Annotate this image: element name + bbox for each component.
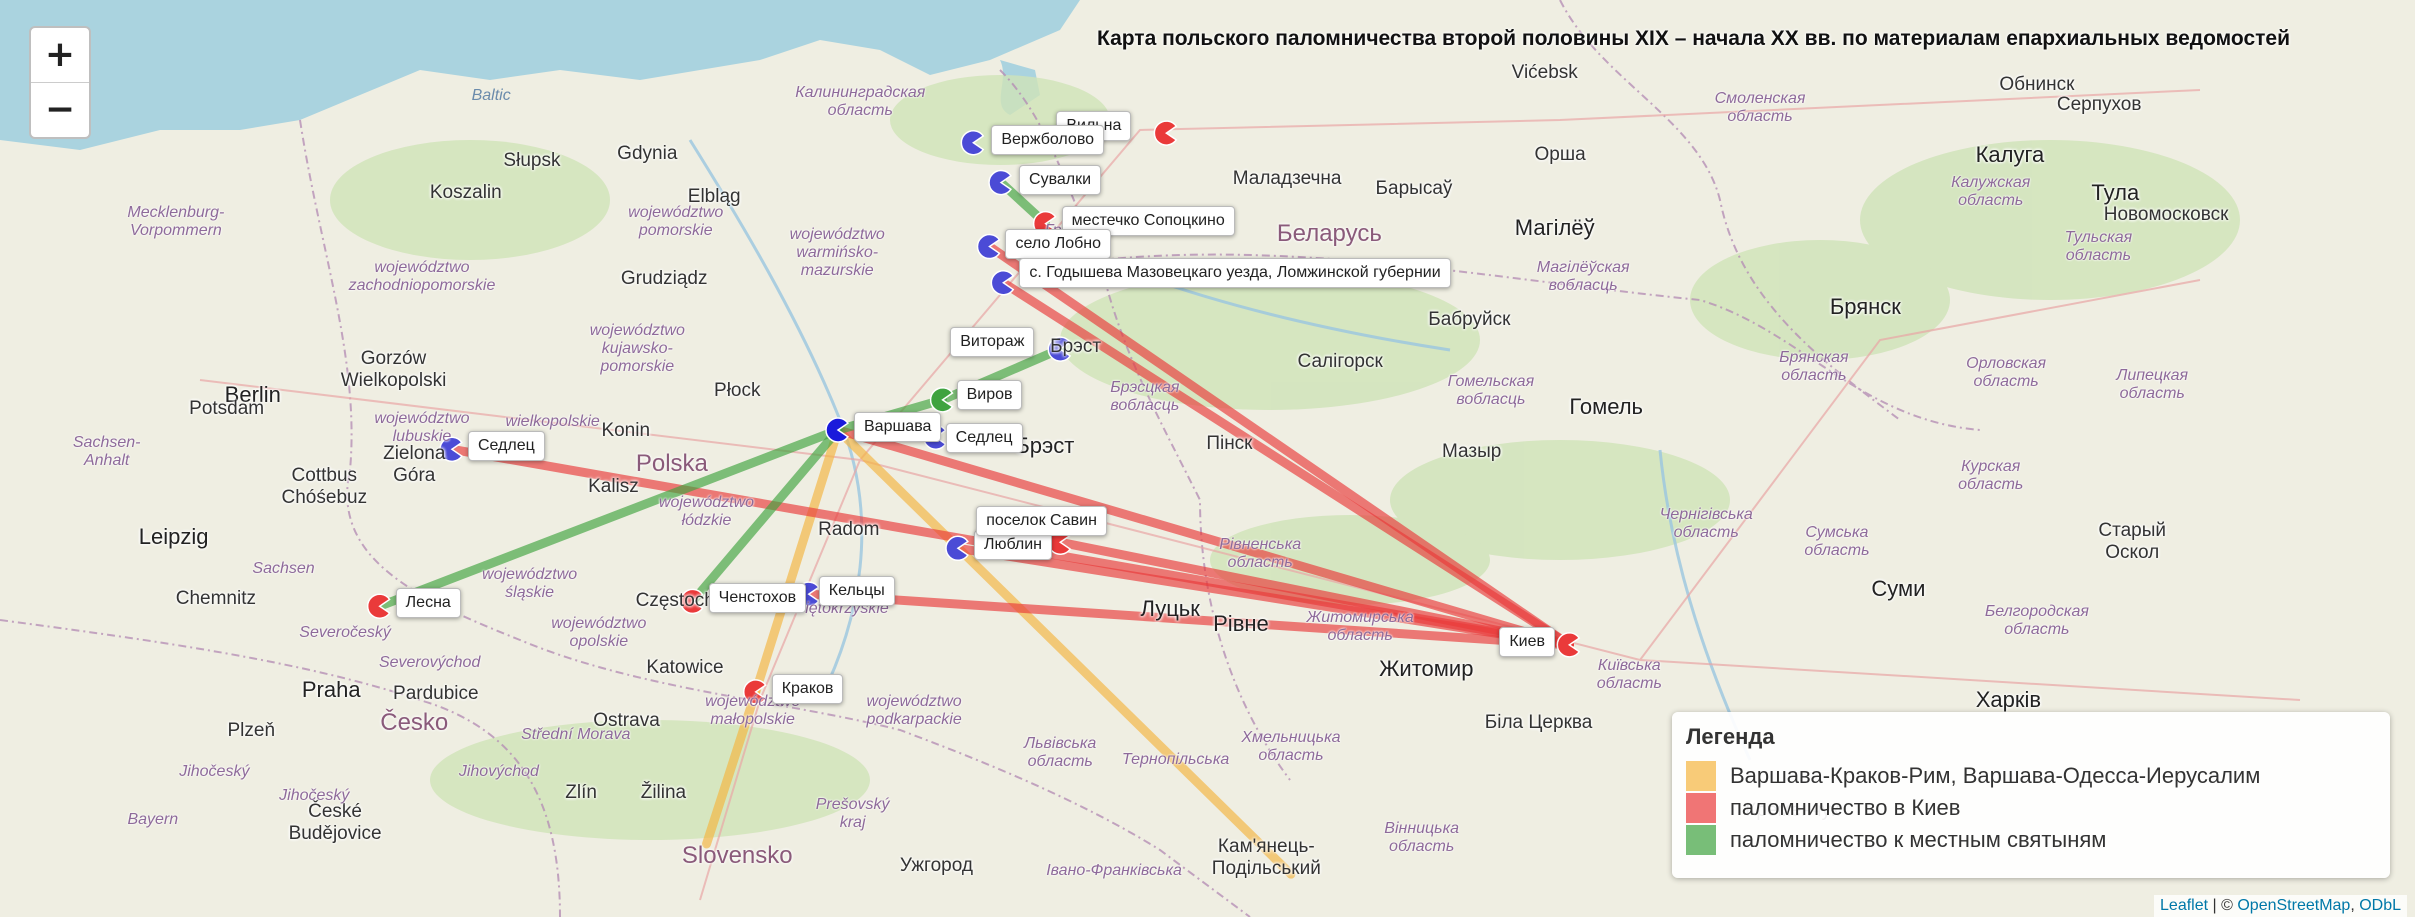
- pilgrimage-marker[interactable]: [825, 417, 849, 443]
- zoom-in-button[interactable]: +: [31, 28, 89, 83]
- pilgrimage-marker[interactable]: [439, 436, 463, 463]
- attribution-sep2: ,: [2350, 897, 2360, 914]
- pilgrimage-marker[interactable]: [1556, 632, 1581, 658]
- pilgrimage-marker[interactable]: [1153, 120, 1178, 146]
- marker-body[interactable]: [1047, 336, 1072, 362]
- pilgrimage-marker[interactable]: [990, 270, 1015, 296]
- routes-layer: [375, 178, 1574, 879]
- marker-body[interactable]: [945, 535, 969, 562]
- marker-tooltip: Варшава: [854, 412, 942, 442]
- odbl-link[interactable]: ODbL: [2359, 897, 2401, 914]
- route-line-rome[interactable]: [751, 425, 843, 697]
- legend-swatch-kiev: [1686, 793, 1716, 823]
- pilgrimage-marker[interactable]: [679, 588, 704, 615]
- legend-swatch-local: [1686, 825, 1716, 855]
- pilgrimage-marker[interactable]: [945, 535, 969, 562]
- pilgrimage-marker[interactable]: [1047, 336, 1072, 362]
- marker-body[interactable]: [988, 169, 1012, 196]
- route-line-local[interactable]: [688, 425, 843, 606]
- marker-body[interactable]: [366, 593, 391, 619]
- marker-tooltip: с. Годышева Мазовецкаго уезда, Ломжинско…: [1019, 257, 1451, 288]
- pilgrimage-marker[interactable]: [366, 593, 391, 619]
- route-line-kiev[interactable]: [804, 589, 1574, 650]
- legend-item-kiev: паломничество в Киев: [1686, 792, 2376, 824]
- legend-swatch-rome: [1686, 761, 1716, 791]
- attribution-sep: | ©: [2208, 897, 2238, 914]
- marker-tooltip: Лесна: [395, 588, 461, 619]
- osm-link[interactable]: OpenStreetMap: [2237, 897, 2351, 914]
- markers-layer: [366, 120, 1581, 705]
- pilgrimage-marker[interactable]: [988, 169, 1012, 196]
- marker-body[interactable]: [439, 436, 463, 463]
- route-line-rome[interactable]: [833, 425, 1296, 879]
- marker-tooltip: Виров: [956, 379, 1023, 410]
- leaflet-link[interactable]: Leaflet: [2160, 897, 2209, 914]
- pilgrimage-marker[interactable]: [976, 233, 1001, 260]
- map-title: Карта польского паломничества второй пол…: [1097, 27, 2290, 50]
- pilgrimage-marker[interactable]: [742, 679, 767, 705]
- marker-tooltip: поселок Савин: [976, 506, 1107, 537]
- baltic-sea: [0, 0, 1080, 150]
- legend-title: Легенда: [1686, 724, 1775, 749]
- legend-label-kiev: паломничество в Киев: [1730, 795, 1961, 820]
- marker-body[interactable]: [825, 417, 849, 443]
- legend-label-local: паломничество к местным святыням: [1730, 827, 2107, 852]
- marker-body[interactable]: [1153, 120, 1178, 146]
- marker-tooltip: Седлец: [945, 423, 1023, 454]
- route-line-kiev[interactable]: [984, 242, 1574, 650]
- zoom-control: + −: [29, 26, 91, 139]
- marker-tooltip: Краков: [771, 673, 844, 704]
- marker-body[interactable]: [1556, 632, 1581, 658]
- route-line-kiev[interactable]: [1055, 537, 1574, 650]
- marker-body[interactable]: [679, 588, 704, 615]
- route-line-local[interactable]: [375, 425, 843, 611]
- marker-body[interactable]: [929, 387, 954, 413]
- pilgrimage-marker[interactable]: [929, 387, 954, 413]
- marker-body[interactable]: [976, 233, 1001, 260]
- marker-tooltip: Киев: [1499, 626, 1555, 657]
- legend-item-rome: Варшава-Краков-Рим, Варшава-Одесса-Иерус…: [1686, 760, 2376, 792]
- marker-tooltip: Сувалки: [1019, 164, 1102, 195]
- marker-tooltip: Седлец: [467, 431, 545, 462]
- marker-tooltip: село Лобно: [1005, 228, 1112, 259]
- legend-label-rome: Варшава-Краков-Рим, Варшава-Одесса-Иерус…: [1730, 763, 2261, 788]
- marker-tooltip: Кельцы: [818, 576, 895, 607]
- marker-body[interactable]: [742, 679, 767, 705]
- pilgrimage-marker[interactable]: [960, 129, 985, 156]
- legend: Легенда Варшава-Краков-Рим, Варшава-Одес…: [1672, 712, 2390, 878]
- marker-tooltip: Витораж: [950, 327, 1035, 358]
- zoom-out-button[interactable]: −: [44, 89, 76, 130]
- marker-body[interactable]: [990, 270, 1015, 296]
- marker-tooltip: Ченстохов: [708, 583, 807, 614]
- marker-tooltip: Вержболово: [991, 124, 1105, 155]
- route-line-rome[interactable]: [702, 687, 761, 849]
- marker-body[interactable]: [960, 129, 985, 156]
- legend-item-local: паломничество к местным святыням: [1686, 824, 2376, 856]
- forest-areas: [330, 75, 2240, 840]
- attribution: Leaflet | © OpenStreetMap, ODbL: [2154, 895, 2407, 917]
- route-line-kiev[interactable]: [833, 425, 1574, 650]
